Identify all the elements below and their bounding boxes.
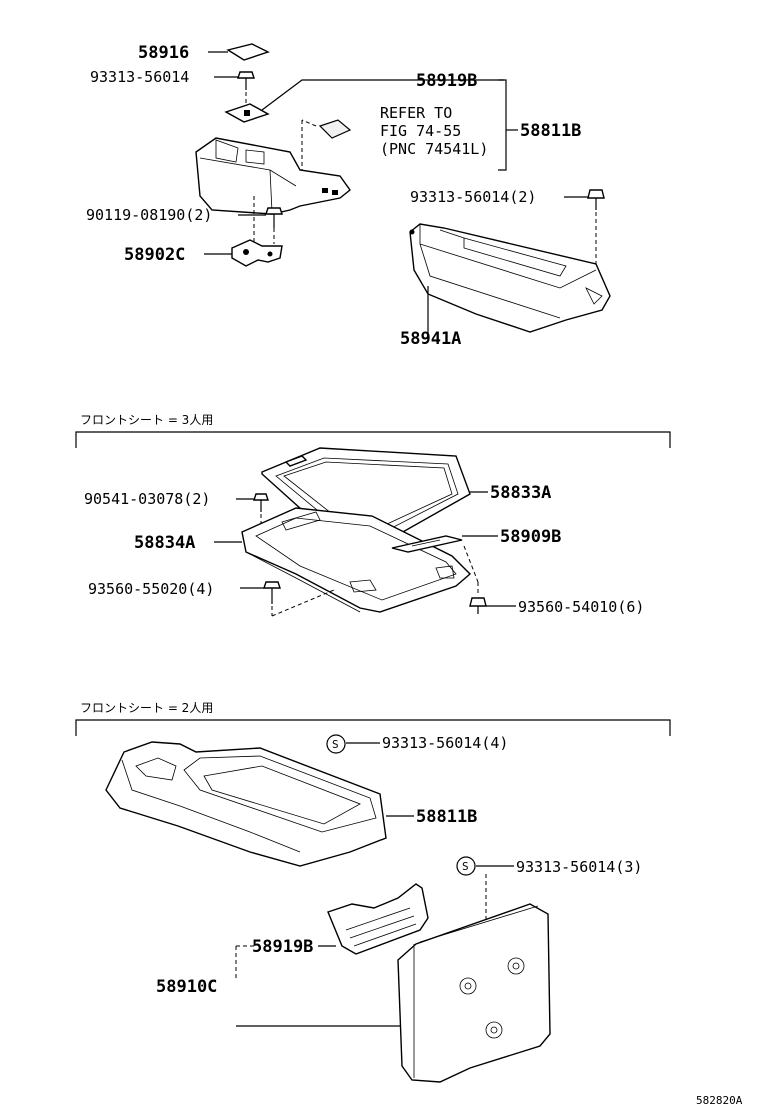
label-93313-top: 93313-56014 (90, 68, 189, 86)
refer-note-line2: FIG 74-55 (380, 122, 461, 140)
label-93560-55020: 93560-55020(4) (88, 580, 214, 598)
s-mark-icon-1: S (326, 734, 346, 754)
label-93313-right: 93313-56014(2) (410, 188, 536, 206)
screw-93313-top (237, 71, 255, 90)
s-mark-icon-2: S (456, 856, 476, 876)
label-58811B-top: 58811B (520, 121, 581, 141)
label-58916: 58916 (138, 43, 189, 63)
section-three-seat: フロントシート = 3人用 (80, 413, 213, 427)
refer-note-line1: REFER TO (380, 104, 452, 122)
bolt-90119 (265, 207, 283, 228)
svg-text:S: S (332, 738, 339, 751)
console-58811B (105, 741, 387, 867)
refer-note-line3: (PNC 74541L) (380, 140, 488, 158)
svg-text:S: S (462, 860, 469, 873)
label-93313-s2: 93313-56014(3) (516, 858, 642, 876)
diagram-code: 582820A (696, 1094, 743, 1107)
label-58834A: 58834A (134, 533, 195, 553)
label-58910C: 58910C (156, 977, 217, 997)
label-58833A: 58833A (490, 483, 551, 503)
label-58919B-top: 58919B (416, 71, 477, 91)
label-90119: 90119-08190(2) (86, 206, 212, 224)
label-58919B-bottom: 58919B (252, 937, 313, 957)
plate-58909B (391, 535, 463, 553)
screw-90541 (253, 493, 269, 512)
label-93313-s1: 93313-56014(4) (382, 734, 508, 752)
label-93560-54010: 93560-54010(6) (518, 598, 644, 616)
screw-93560-55020 (263, 581, 281, 604)
label-58902C: 58902C (124, 245, 185, 265)
screw-93313-right (587, 189, 605, 210)
console-shell-top (195, 137, 351, 215)
referenced-part (318, 119, 352, 139)
section-bracket-two-seat (75, 719, 671, 736)
screw-93560-54010 (469, 597, 487, 614)
bracket-58902C (231, 239, 283, 267)
label-58811B-bottom: 58811B (416, 807, 477, 827)
label-58909B: 58909B (500, 527, 561, 547)
pad-58916 (226, 43, 270, 61)
section-two-seat: フロントシート = 2人用 (80, 701, 213, 715)
label-90541: 90541-03078(2) (84, 490, 210, 508)
bracket-58919B-bottom (327, 883, 429, 955)
tray-58834A (241, 507, 472, 613)
section-bracket-three-seat (75, 431, 671, 448)
label-58941A: 58941A (400, 329, 461, 349)
cover-58910C (397, 903, 551, 1083)
tray-58941A (409, 223, 611, 333)
